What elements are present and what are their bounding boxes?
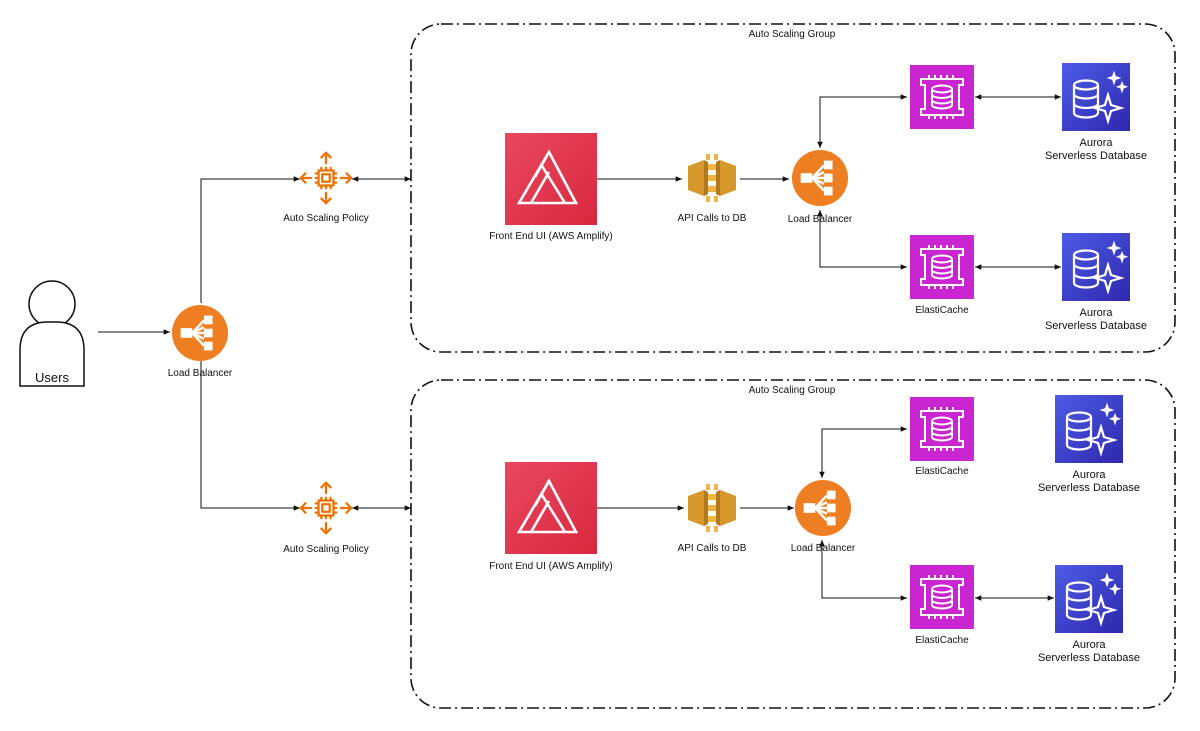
edge-lb-to-cache-top-2 [819,426,907,478]
api-gateway-icon [688,154,736,202]
auto-scaling-policy-icon [299,481,353,535]
aurora-label: Aurora Serverless Database [1019,639,1159,665]
load-balancer-label: Load Balancer [787,214,853,225]
aurora-icon [1055,565,1123,633]
load-balancer-icon [791,149,849,207]
group-title: Auto Scaling Group [748,29,836,40]
group-title: Auto Scaling Group [748,385,836,396]
aurora-label: Aurora Serverless Database [1019,469,1159,495]
aurora-label-line-1: Aurora [1072,639,1106,651]
edge-lb-to-policy-top [200,176,300,303]
api-gateway-icon [688,484,736,532]
auto-scaling-policy-label: Auto Scaling Policy [283,544,369,555]
aurora-label-line-2: Serverless Database [1044,320,1148,332]
load-balancer-icon [794,479,852,537]
aurora-label-line-2: Serverless Database [1044,150,1148,162]
aurora-label: Aurora Serverless Database [1026,137,1166,163]
aurora-label-line-2: Serverless Database [1037,652,1141,664]
amplify-icon [505,462,597,554]
edge-lb-to-policy-bottom [200,361,300,511]
elasticache-icon [910,565,974,629]
aurora-icon [1062,233,1130,301]
auto-scaling-group-1-border [410,23,1176,353]
auto-scaling-policy-icon [299,151,353,205]
users-icon [19,280,85,387]
connectors [98,94,1061,601]
aurora-icon [1062,63,1130,131]
amplify-icon [505,133,597,225]
elasticache-icon [910,397,974,461]
elasticache-icon [910,65,974,129]
aurora-label-line-2: Serverless Database [1037,482,1141,494]
elasticache-label: ElastiCache [915,635,969,646]
elasticache-label: ElastiCache [915,466,969,477]
api-label: API Calls to DB [677,543,747,554]
auto-scaling-group-2-border [410,379,1176,709]
load-balancer-icon [171,304,229,362]
aurora-label: Aurora Serverless Database [1026,307,1166,333]
frontend-label: Front End UI (AWS Amplify) [489,231,613,242]
load-balancer-label: Load Balancer [167,368,233,379]
edge-lb-to-cache-bottom-1 [817,210,907,270]
auto-scaling-policy-label: Auto Scaling Policy [283,213,369,224]
aurora-label-line-1: Aurora [1079,137,1113,149]
aurora-label-line-1: Aurora [1079,307,1113,319]
aurora-icon [1055,395,1123,463]
frontend-label: Front End UI (AWS Amplify) [489,561,613,572]
load-balancer-label: Load Balancer [790,543,856,554]
api-label: API Calls to DB [677,213,747,224]
edge-lb-to-cache-top-1 [817,94,907,148]
elasticache-icon [910,235,974,299]
edge-lb-to-cache-bottom-2 [819,540,907,601]
aurora-label-line-1: Aurora [1072,469,1106,481]
elasticache-label: ElastiCache [915,305,969,316]
users-label: Users [35,370,69,385]
